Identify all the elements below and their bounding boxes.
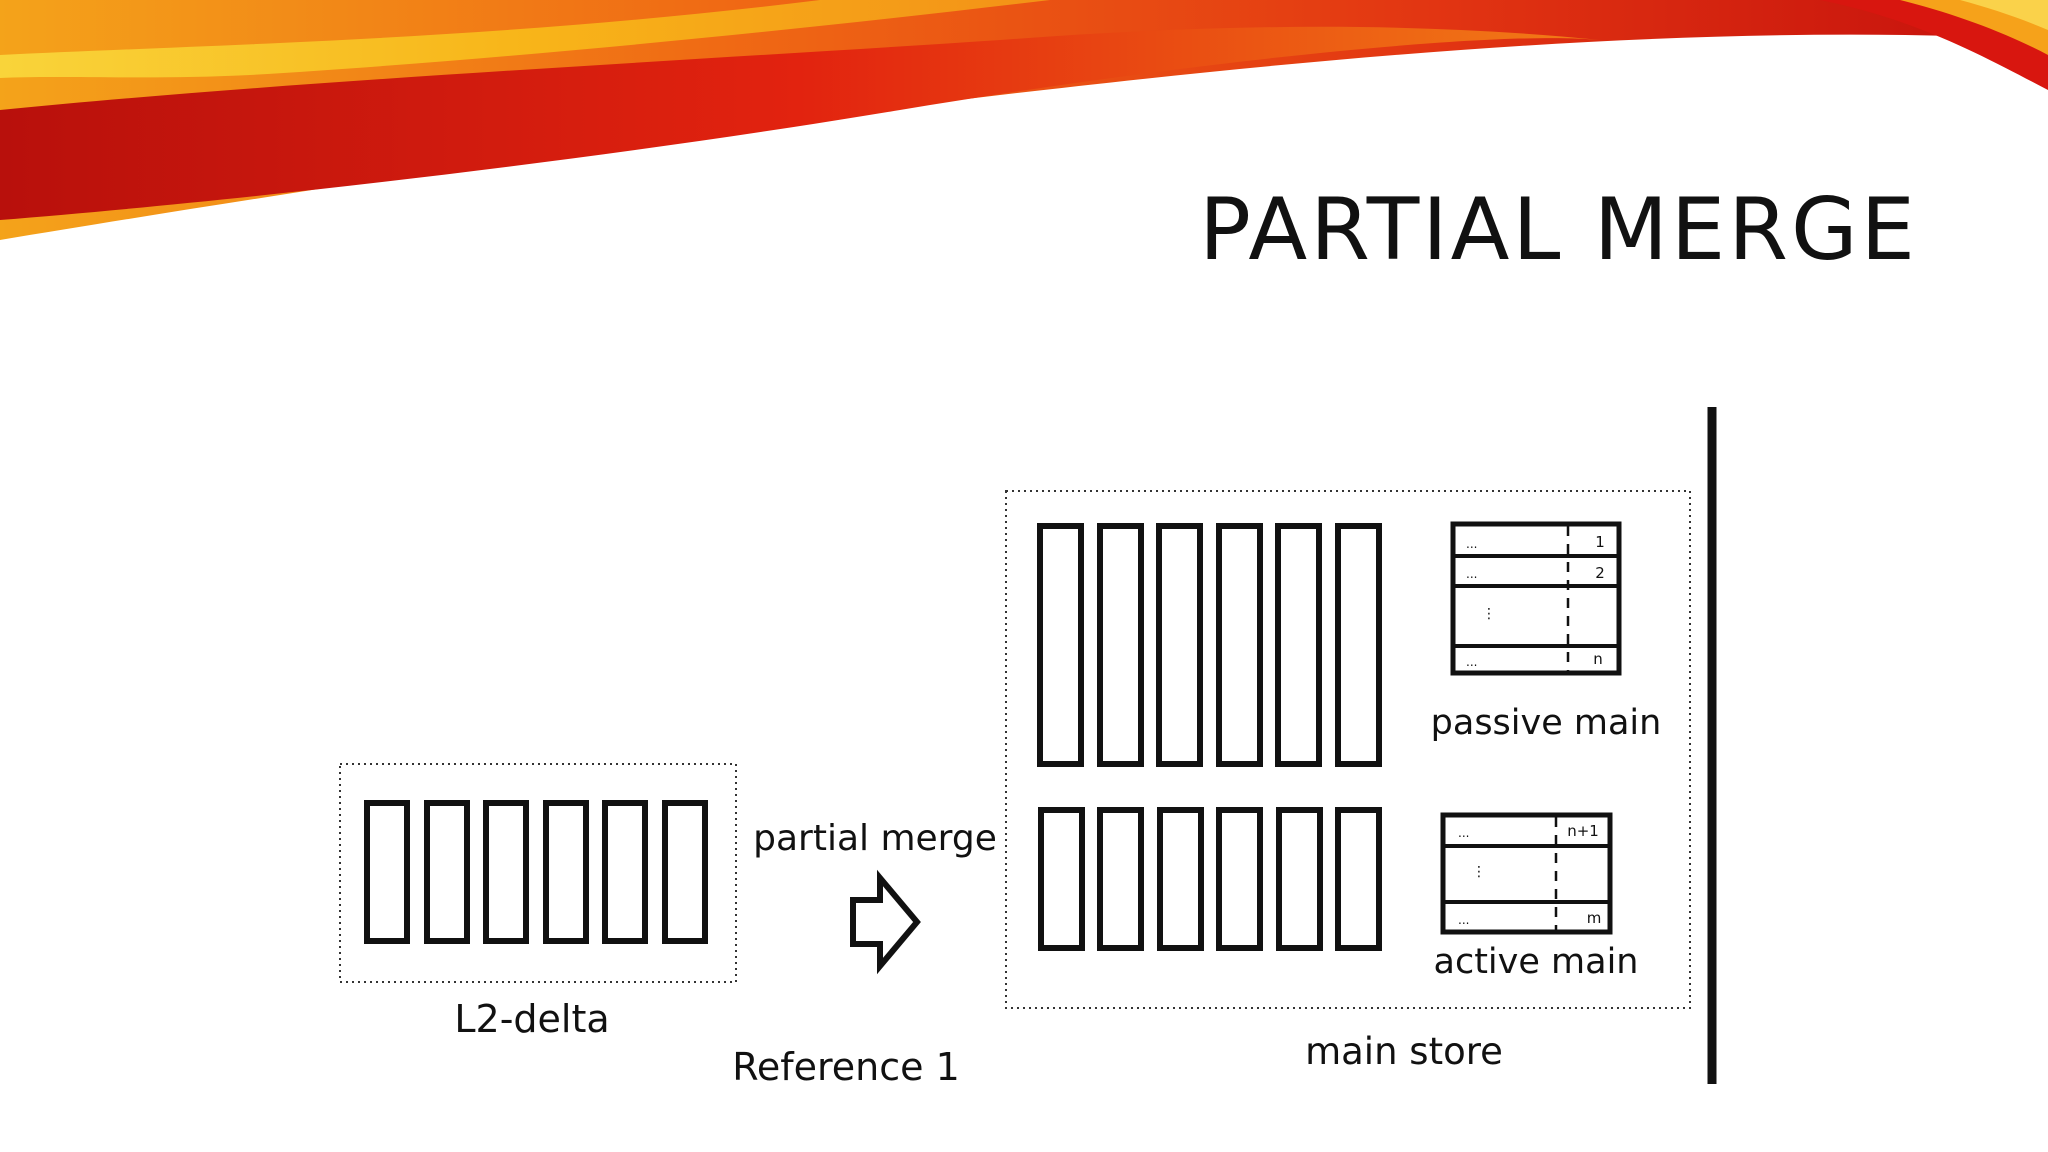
main-column-bottom [1038,807,1085,951]
passive-vertical-ellipsis: ⋮ [1482,606,1496,622]
main-column-bottom [1097,807,1144,951]
main-column-top [1037,523,1084,767]
l2-delta-column [424,800,470,944]
passive-main-label: passive main [1431,703,1662,743]
main-store-label: main store [1305,1030,1503,1073]
main-column-bottom [1157,807,1204,951]
l2-delta-column [543,800,589,944]
active-row-label: m [1587,909,1602,927]
l2-delta-columns [364,800,708,944]
passive-row-ellipsis: ... [1466,655,1477,669]
l2-delta-column [602,800,648,944]
main-column-bottom [1276,807,1323,951]
main-store-columns [1037,523,1382,951]
passive-row-label: n [1593,650,1603,668]
main-column-top [1335,523,1382,767]
active-row-label: n+1 [1567,822,1599,840]
l2-delta-container [339,763,737,983]
passive-main-table: ... ... ... ⋮ 1 2 n [1450,521,1622,676]
main-column-bottom [1216,807,1263,951]
active-row-ellipsis: ... [1458,913,1469,927]
l2-delta-column [483,800,529,944]
reference-label: Reference 1 [732,1045,960,1089]
main-column-top [1156,523,1203,767]
main-column-top [1097,523,1144,767]
passive-row-ellipsis: ... [1466,567,1477,581]
partial-merge-label: partial merge [753,818,997,859]
main-column-top [1275,523,1322,767]
l2-delta-column [662,800,708,944]
l2-delta-label: L2-delta [454,997,609,1041]
main-column-top [1216,523,1263,767]
main-store-container [1005,490,1691,1009]
decorative-swoosh-banner [0,0,2048,240]
active-main-table: ... ... ⋮ n+1 m [1440,812,1613,935]
passive-row-label: 1 [1595,533,1605,551]
active-vertical-ellipsis: ⋮ [1472,864,1486,880]
passive-row-ellipsis: ... [1466,537,1477,551]
active-row-ellipsis: ... [1458,826,1469,840]
page-title: PARTIAL MERGE [1199,180,1918,280]
right-arrow-icon [850,869,921,975]
passive-row-label: 2 [1595,564,1605,582]
active-main-label: active main [1434,942,1639,982]
l2-delta-column [364,800,410,944]
main-column-bottom [1335,807,1382,951]
